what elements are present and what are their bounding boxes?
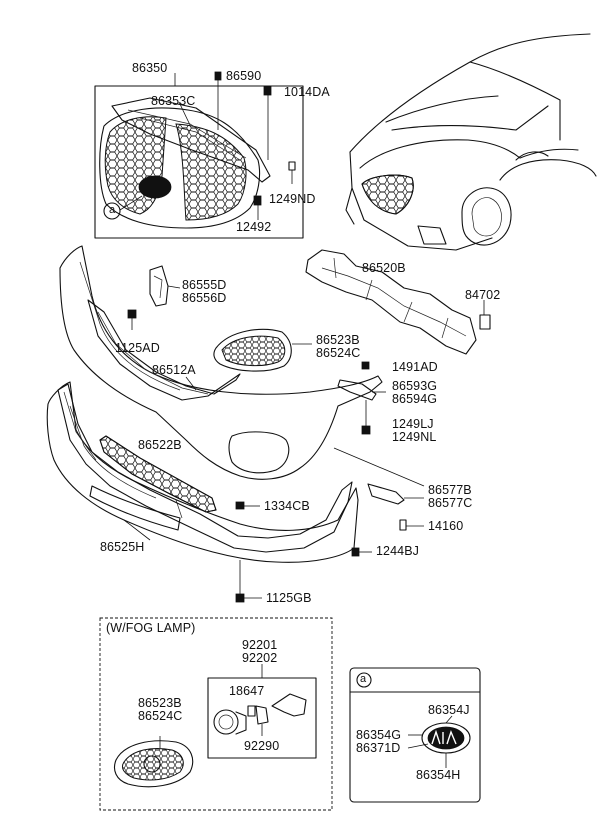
- emblem-callout-circle: [356, 672, 372, 688]
- label-1125GB: 1125GB: [266, 591, 312, 605]
- label-1334CB: 1334CB: [264, 499, 310, 513]
- bolt-1244BJ: [351, 547, 360, 557]
- emblem-callout-label: a: [360, 673, 367, 685]
- label-14160: 14160: [428, 519, 464, 533]
- grille-mesh-right: [175, 123, 247, 221]
- label-86525H: 86525H: [100, 540, 145, 554]
- label-fog-86523B: 86523B: [138, 696, 182, 710]
- label-1249LJ: 1249LJ: [392, 417, 434, 431]
- vehicle-illustration: [345, 33, 597, 251]
- label-86577B: 86577B: [428, 483, 472, 497]
- back-beam-group: [305, 249, 491, 355]
- fog-lamp-box: [99, 617, 333, 811]
- label-86371D: 86371D: [356, 741, 401, 755]
- clip-1491AD: [361, 361, 370, 370]
- label-86354H: 86354H: [416, 768, 461, 782]
- label-86522B: 86522B: [138, 438, 182, 452]
- lower-bumper-cover: [46, 381, 359, 563]
- front-bumper-back-beam: [305, 249, 477, 355]
- label-92290: 92290: [244, 739, 280, 753]
- bulb-18647: [247, 705, 256, 717]
- label-86577C: 86577C: [428, 496, 473, 510]
- bolt-1125GB: [235, 593, 245, 603]
- label-12492: 12492: [236, 220, 272, 234]
- label-1244BJ: 1244BJ: [376, 544, 419, 558]
- grille-group: [94, 71, 304, 239]
- emblem-box: [349, 667, 481, 803]
- lower-garnish: [57, 383, 353, 553]
- fog-lamp-bracket: [271, 693, 307, 717]
- label-1125AD: 1125AD: [115, 341, 160, 355]
- screw-86590: [214, 71, 222, 81]
- clip-12492: [253, 195, 262, 206]
- label-1014DA: 1014DA: [284, 85, 330, 99]
- label-18647: 18647: [229, 684, 265, 698]
- label-86593G: 86593G: [392, 379, 438, 393]
- front-side-grille: [213, 328, 292, 372]
- label-86523B: 86523B: [316, 333, 360, 347]
- label-86555D: 86555D: [182, 278, 227, 292]
- bumper-fog-opening: [228, 431, 290, 474]
- bolt-1249LJ: [361, 425, 371, 435]
- lower-skid-plate-86525H: [89, 485, 181, 531]
- grille-box-frame: [94, 85, 304, 239]
- bolt-1125AD: [127, 309, 137, 319]
- label-86590: 86590: [226, 69, 262, 83]
- fog-lamp-title: (W/FOG LAMP): [106, 621, 196, 635]
- bumper-cover-upper: [59, 245, 383, 480]
- radiator-grille: [99, 107, 261, 229]
- label-1249NL: 1249NL: [392, 430, 437, 444]
- callout-a-label: a: [109, 204, 116, 216]
- label-86556D: 86556D: [182, 291, 227, 305]
- screw-14160: [399, 519, 407, 531]
- cover-strip-86512A: [87, 299, 241, 401]
- label-86520B: 86520B: [362, 261, 406, 275]
- bracket-86577B: [367, 483, 405, 505]
- callout-a-circle: [103, 202, 121, 220]
- fog-lamp-group: [99, 617, 333, 811]
- screw-1249ND: [288, 161, 296, 171]
- label-92201: 92201: [242, 638, 278, 652]
- fog-lamp: [213, 709, 239, 735]
- bolt-1014DA: [263, 85, 272, 96]
- fog-bezel: [113, 740, 194, 788]
- label-84702: 84702: [465, 288, 501, 302]
- front-bumper-cover: [59, 245, 386, 480]
- label-1491AD: 1491AD: [392, 360, 438, 374]
- label-86354J: 86354J: [428, 703, 470, 717]
- bracket-86593G: [337, 379, 377, 401]
- label-86353C: 86353C: [151, 94, 196, 108]
- emblem-group: [349, 667, 481, 803]
- label-1249ND: 1249ND: [269, 192, 316, 206]
- label-86354G: 86354G: [356, 728, 402, 742]
- cover-bracket-86555D: [149, 265, 169, 307]
- label-86594G: 86594G: [392, 392, 438, 406]
- lower-bumper: [46, 381, 425, 603]
- label-fog-86524C: 86524C: [138, 709, 183, 723]
- socket-92290: [255, 705, 269, 725]
- label-86524C: 86524C: [316, 346, 361, 360]
- label-86512A: 86512A: [152, 363, 196, 377]
- label-86350: 86350: [132, 61, 168, 75]
- grille-mesh-left: [104, 116, 167, 215]
- grille-emblem: [138, 175, 172, 199]
- clip-1334CB: [235, 501, 245, 510]
- label-92202: 92202: [242, 651, 278, 665]
- bracket-84702: [479, 314, 491, 330]
